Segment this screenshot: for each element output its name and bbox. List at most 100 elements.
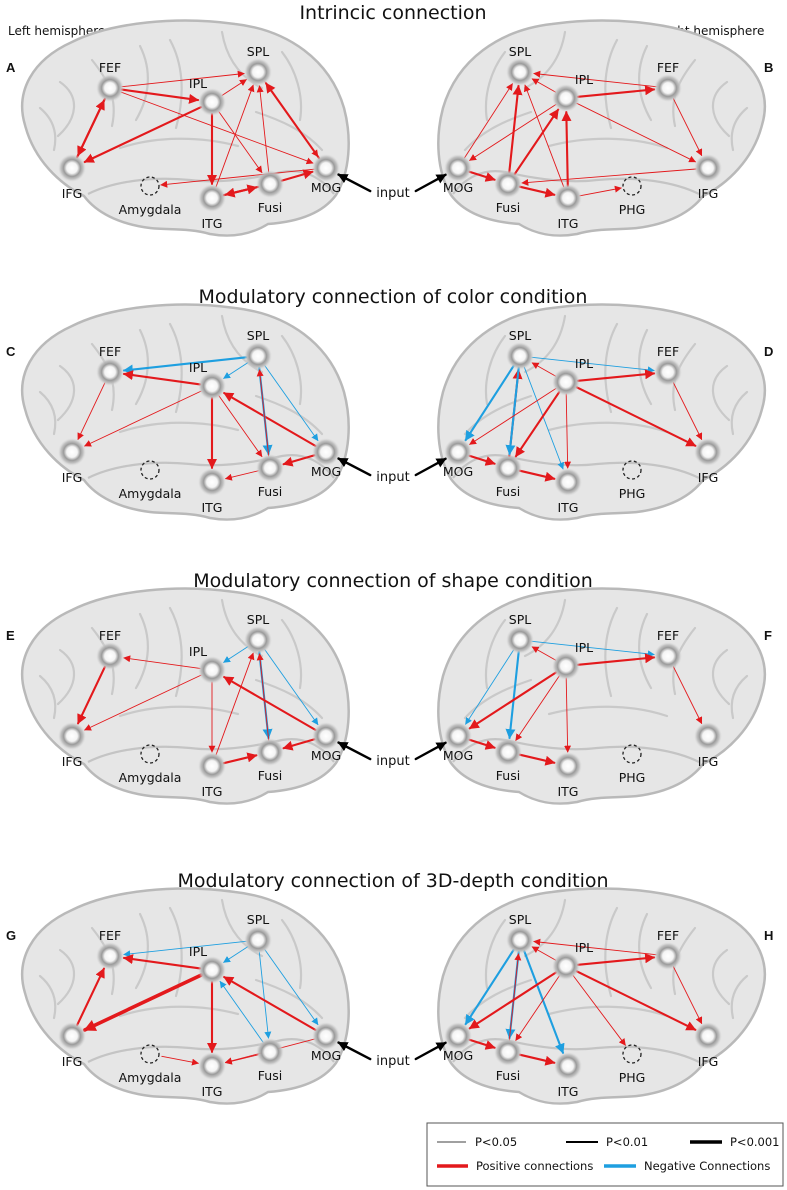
connection-spl-to-mog — [465, 649, 514, 725]
node-mog-marker — [444, 154, 472, 182]
node-spl-label: SPL — [247, 44, 269, 59]
node-amygdala-label: Amygdala — [119, 486, 182, 501]
node-ifg-label: IFG — [698, 754, 719, 769]
connection-ipl-to-phg — [572, 975, 626, 1046]
node-fef-marker — [654, 74, 682, 102]
node-mog-marker — [312, 438, 340, 466]
connection-spl-to-fef — [531, 640, 655, 658]
connection-spl-to-fusi — [505, 650, 520, 740]
connection-ipl-to-spl — [221, 79, 247, 96]
connection-ipl-to-ifg — [82, 973, 203, 1032]
node-amygdala-marker — [140, 460, 160, 480]
connection-ipl-to-ifg — [576, 102, 697, 163]
left-hemisphere-label: Left hemisphere — [8, 24, 105, 38]
node-mog-marker — [444, 1022, 472, 1050]
input-label: input — [376, 186, 409, 201]
node-ifg-marker — [58, 1022, 86, 1050]
node-ifg-label: IFG — [698, 470, 719, 485]
node-spl-marker — [244, 626, 272, 654]
node-ipl-label: IPL — [575, 356, 593, 371]
node-amygdala-label: Amygdala — [119, 770, 182, 785]
connection-ipl-to-itg — [564, 677, 572, 753]
legend-label-negative: Negative Connections — [644, 1159, 770, 1173]
node-itg-label: ITG — [201, 500, 222, 515]
input-label: input — [376, 1054, 409, 1069]
left-brain-outline — [20, 887, 350, 1105]
connection-fusi-to-mog — [280, 169, 314, 182]
node-phg-marker — [622, 1044, 642, 1064]
node-itg-marker — [198, 468, 226, 496]
node-mog-marker — [312, 154, 340, 182]
node-fusi-marker — [256, 454, 284, 482]
node-itg-label: ITG — [557, 500, 578, 515]
connection-ipl-to-spl — [531, 646, 557, 661]
node-ifg-marker — [694, 154, 722, 182]
node-spl-label: SPL — [247, 612, 269, 627]
node-fef-label: FEF — [99, 60, 121, 75]
node-spl-marker — [244, 58, 272, 86]
panel-title: Modulatory connection of 3D-depth condit… — [177, 870, 608, 892]
connection-mog-to-spl — [464, 83, 513, 159]
node-ipl-label: IPL — [189, 360, 207, 375]
node-fusi-label: Fusi — [258, 200, 282, 215]
node-mog-label: MOG — [311, 748, 341, 763]
node-spl-label: SPL — [509, 612, 531, 627]
connection-ipl-to-fef — [123, 655, 201, 669]
connection-fef-to-spl — [533, 70, 657, 88]
node-fusi-marker — [256, 1038, 284, 1066]
node-mog-marker — [312, 722, 340, 750]
node-amygdala-marker — [140, 744, 160, 764]
left-brain-outline — [20, 19, 350, 237]
node-fef-label: FEF — [99, 628, 121, 643]
connection-ipl-to-fef — [576, 653, 656, 666]
left-brain-outline — [20, 587, 350, 805]
node-spl-label: SPL — [247, 328, 269, 343]
panel-letter: G — [6, 928, 16, 943]
node-fef-marker — [96, 942, 124, 970]
connection-itg-to-spl — [215, 84, 255, 188]
node-fef-marker — [96, 642, 124, 670]
connection-itg-to-fusi — [222, 752, 258, 765]
panel-letter: C — [6, 344, 16, 359]
connection-mog-to-fusi — [282, 738, 316, 751]
node-ipl-marker — [552, 368, 580, 396]
node-amygdala-marker — [140, 1044, 160, 1064]
connection-fef-to-ifg — [76, 97, 106, 157]
connection-spl-to-mog — [464, 949, 515, 1026]
connection-fusi-to-itg — [224, 185, 260, 198]
node-spl-label: SPL — [509, 44, 531, 59]
node-fef-label: FEF — [657, 60, 679, 75]
connection-ipl-to-fef — [576, 953, 656, 966]
connection-mog-to-fusi — [282, 454, 316, 467]
connection-mog-to-fusi — [468, 454, 496, 466]
node-ipl-marker — [198, 656, 226, 684]
panel-title: Intrincic connection — [299, 2, 486, 24]
node-fusi-marker — [494, 170, 522, 198]
connection-fef-to-mog — [120, 91, 314, 165]
connection-fef-to-ifg — [672, 666, 703, 725]
node-ipl-marker — [552, 652, 580, 680]
node-ifg-label: IFG — [62, 754, 83, 769]
node-fusi-label: Fusi — [258, 1068, 282, 1083]
connection-ipl-to-fef — [122, 370, 202, 386]
node-ifg-marker — [694, 438, 722, 466]
node-fusi-label: Fusi — [496, 768, 520, 783]
node-itg-label: ITG — [557, 216, 578, 231]
node-ifg-label: IFG — [62, 186, 83, 201]
legend-label-p05: P<0.05 — [475, 1135, 517, 1149]
panel-letter: B — [764, 60, 773, 75]
node-fusi-marker — [494, 454, 522, 482]
right-brain-outline — [437, 887, 767, 1105]
connection-ipl-to-ifg — [575, 386, 697, 447]
panel-letter: E — [6, 628, 15, 643]
node-fusi-label: Fusi — [496, 484, 520, 499]
panel-title: Modulatory connection of shape condition — [193, 570, 593, 592]
legend-box — [426, 1122, 784, 1187]
input-arrow-left — [337, 173, 372, 193]
connection-fef-to-ifg — [672, 98, 703, 157]
node-itg-label: ITG — [201, 216, 222, 231]
connection-fusi-to-itg — [518, 185, 556, 198]
panel-letter: H — [764, 928, 773, 943]
connection-ipl-to-fusi — [515, 975, 560, 1041]
